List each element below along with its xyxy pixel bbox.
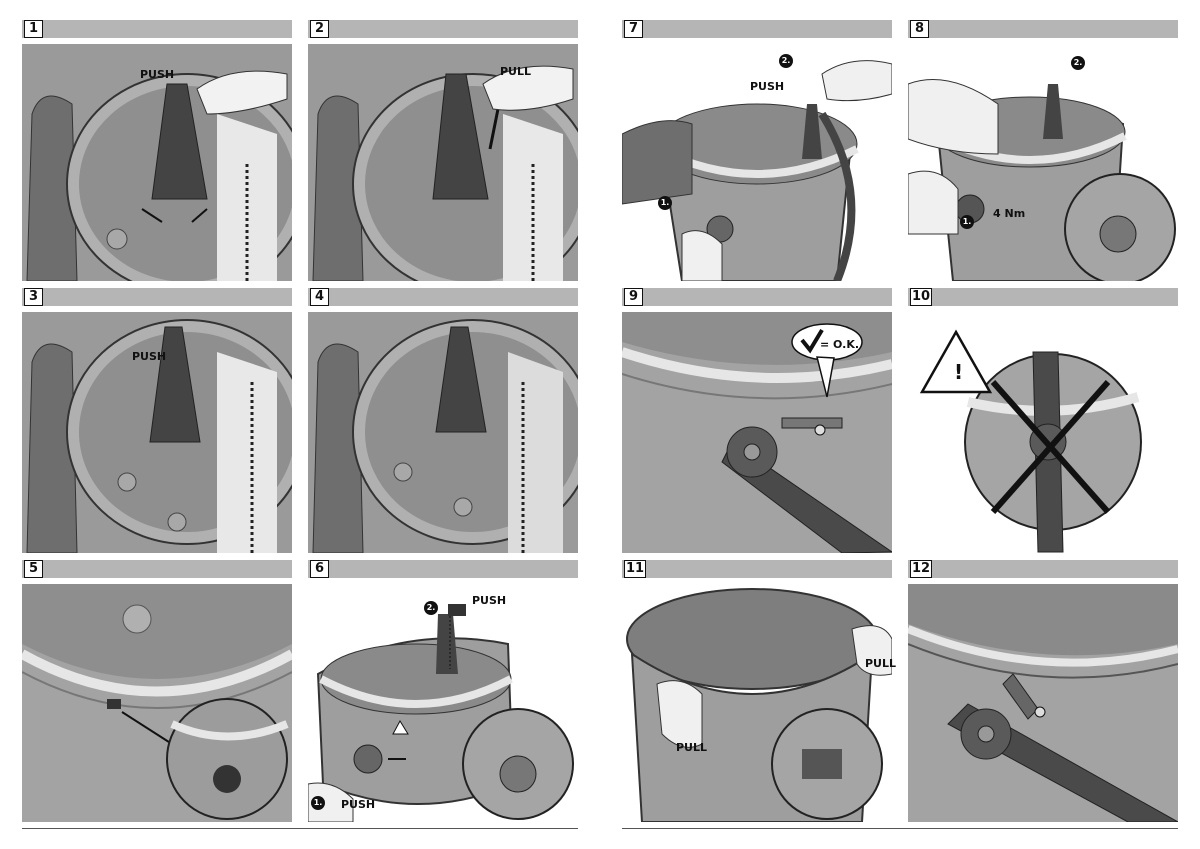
step-number: 1	[24, 20, 43, 38]
step-number: 10	[910, 288, 933, 306]
page-rule	[22, 828, 578, 829]
panel-header: 7	[622, 20, 892, 38]
panel-5: 5	[22, 560, 292, 822]
panel-7: 7 2. PUSH 1.	[622, 20, 892, 281]
panel-header: 4	[308, 288, 578, 306]
panel-header: 12	[908, 560, 1178, 578]
panel-3: 3 PUSH	[22, 288, 292, 553]
pull-label-right: PULL	[865, 657, 897, 670]
illustration-open-bucket-pull-clip	[308, 44, 578, 281]
step-badge-2: 2.	[424, 601, 438, 615]
illustration-bucket-rim-detail	[22, 584, 292, 822]
illustration-open-bucket-push-clip	[22, 44, 292, 281]
push-label-bottom: PUSH	[341, 798, 376, 811]
panel-header: 2	[308, 20, 578, 38]
step-badge-1: 1.	[960, 215, 974, 229]
pull-label-left: PULL	[676, 741, 708, 754]
illustration-handle-ok	[622, 312, 892, 553]
panel-12: 12	[908, 560, 1178, 822]
step-number: 8	[910, 20, 929, 38]
left-page: 1 PUSH 2	[0, 0, 578, 849]
illustration-lid-pull	[622, 584, 892, 822]
panel-1: 1 PUSH	[22, 20, 292, 281]
step-number: 7	[624, 20, 643, 38]
push-label-top: PUSH	[472, 594, 507, 607]
step-number: 3	[24, 288, 43, 306]
step-badge-1: 1.	[311, 796, 325, 810]
step-badge-2: 2.	[779, 54, 793, 68]
illustration-clip-seated	[22, 312, 292, 553]
push-label: PUSH	[132, 350, 167, 363]
step-number: 2	[310, 20, 329, 38]
illustration-lid-detail	[908, 584, 1178, 822]
page-rule	[622, 828, 1178, 829]
ok-label: = O.K.	[820, 338, 860, 351]
panel-header: 6	[308, 560, 578, 578]
push-label: PUSH	[140, 68, 175, 81]
panel-10: 10 !	[908, 288, 1178, 553]
panel-header: 8	[908, 20, 1178, 38]
step-number: 5	[24, 560, 43, 578]
illustration-handle-wrong	[908, 312, 1178, 553]
panel-11: 11 PULL PULL	[622, 560, 896, 822]
illustration-hinge-push	[308, 584, 578, 822]
warning-exclamation: !	[954, 360, 964, 384]
panel-header: 3	[22, 288, 292, 306]
panel-8: 8 2. 4 Nm 1.	[908, 20, 1178, 281]
illustration-clip-handle-push	[622, 44, 892, 281]
step-badge-1: 1.	[658, 196, 672, 210]
right-page: 7 2. PUSH 1. 8	[600, 0, 1178, 849]
illustration-clip-locked	[308, 312, 578, 553]
panel-header: 9	[622, 288, 892, 306]
panel-9: 9 = O.K.	[622, 288, 892, 553]
panel-header: 11	[622, 560, 892, 578]
panel-header: 1	[22, 20, 292, 38]
panel-2: 2 PULL	[308, 20, 578, 281]
panel-6: 6 2. PUSH 1. PUSH	[308, 560, 578, 822]
pull-label: PULL	[500, 65, 532, 78]
step-number: 11	[624, 560, 647, 578]
step-badge-2: 2.	[1071, 56, 1085, 70]
panel-header: 5	[22, 560, 292, 578]
illustration-tighten-torque	[908, 44, 1178, 281]
panel-header: 10	[908, 288, 1178, 306]
step-number: 6	[310, 560, 329, 578]
panel-4: 4	[308, 288, 578, 553]
push-label: PUSH	[750, 80, 785, 93]
torque-label: 4 Nm	[993, 207, 1026, 220]
step-number: 12	[910, 560, 933, 578]
step-number: 4	[310, 288, 329, 306]
step-number: 9	[624, 288, 643, 306]
